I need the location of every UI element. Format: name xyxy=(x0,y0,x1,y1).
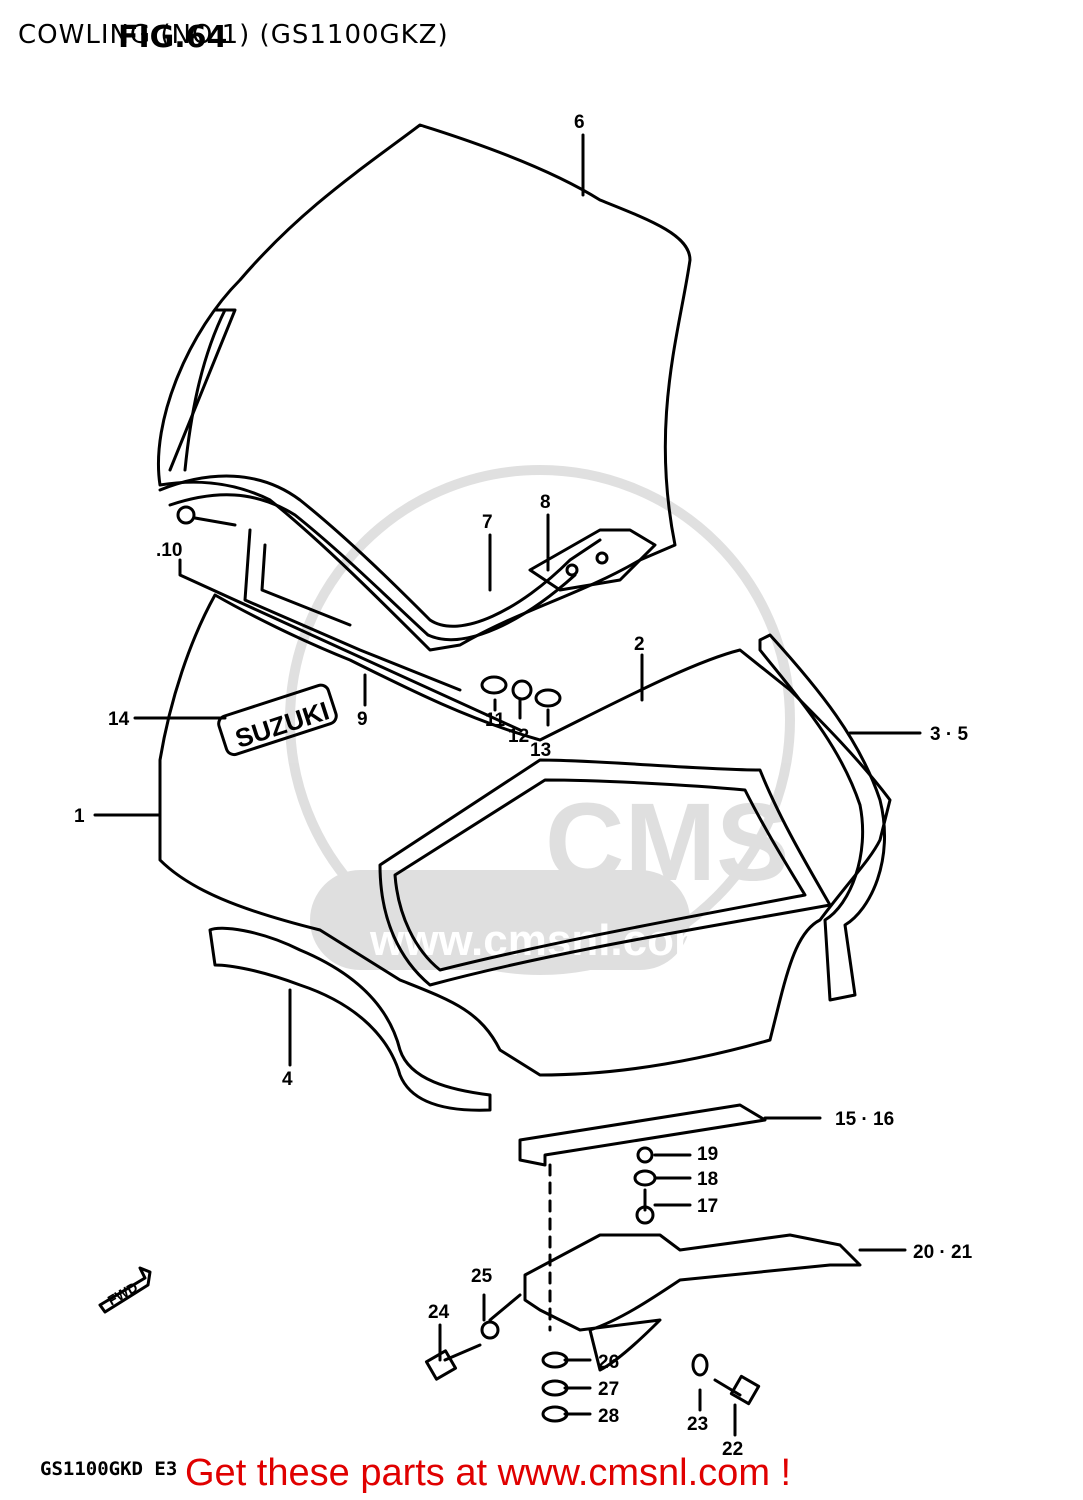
part-label-19: 19 xyxy=(697,1144,718,1165)
part-label-24: 24 xyxy=(428,1302,450,1323)
cowling-stay-part xyxy=(523,1233,862,1372)
part-label-26: 26 xyxy=(598,1352,619,1373)
watermark-text: CMS xyxy=(545,781,789,904)
part-label-14: 14 xyxy=(108,709,130,730)
screen-bracket-part xyxy=(528,528,657,592)
part-label-9: 9 xyxy=(357,709,368,730)
cowling-body-part xyxy=(158,593,892,1077)
side-trim-part xyxy=(758,633,886,1002)
part-label-4: 4 xyxy=(282,1069,293,1090)
part-label-6: 6 xyxy=(574,112,585,133)
cta-link[interactable]: Get these parts at www.cmsnl.com ! xyxy=(185,1452,792,1494)
emblem-text: SUZUKI xyxy=(231,695,332,753)
emblem-part xyxy=(217,683,338,757)
mount-bracket-part xyxy=(518,1103,767,1167)
figure-number: FIG.64 xyxy=(118,20,228,55)
part-label-13: 13 xyxy=(530,740,551,761)
part-label-25: 25 xyxy=(471,1266,493,1287)
page-title: COWLING (NO.1) (GS1100GKZ) xyxy=(18,20,449,50)
part-label-23: 23 xyxy=(687,1414,708,1435)
part-label-15-16: 15 · 16 xyxy=(835,1109,894,1130)
lower-trim-part xyxy=(208,926,492,1112)
part-label-22: 22 xyxy=(722,1439,743,1460)
part-label-18: 18 xyxy=(697,1169,718,1190)
part-label-17: 17 xyxy=(697,1196,718,1217)
forward-arrow-icon xyxy=(98,1266,152,1314)
part-label-10: .10 xyxy=(156,540,182,561)
part-label-28: 28 xyxy=(598,1406,619,1427)
part-label-7: 7 xyxy=(482,512,493,533)
part-label-12: 12 xyxy=(508,726,529,747)
part-label-27: 27 xyxy=(598,1379,619,1400)
part-label-8: 8 xyxy=(540,492,551,513)
part-label-11: 11 xyxy=(485,710,506,731)
model-code: GS1100GKD E3 xyxy=(40,1458,178,1480)
part-label-1: 1 xyxy=(74,806,85,827)
part-label-20-21: 20 · 21 xyxy=(913,1242,973,1263)
screen-trim-part xyxy=(158,474,602,628)
windscreen-part xyxy=(157,123,692,652)
part-label-2: 2 xyxy=(634,634,645,655)
part-label-3-5: 3 · 5 xyxy=(930,724,968,745)
